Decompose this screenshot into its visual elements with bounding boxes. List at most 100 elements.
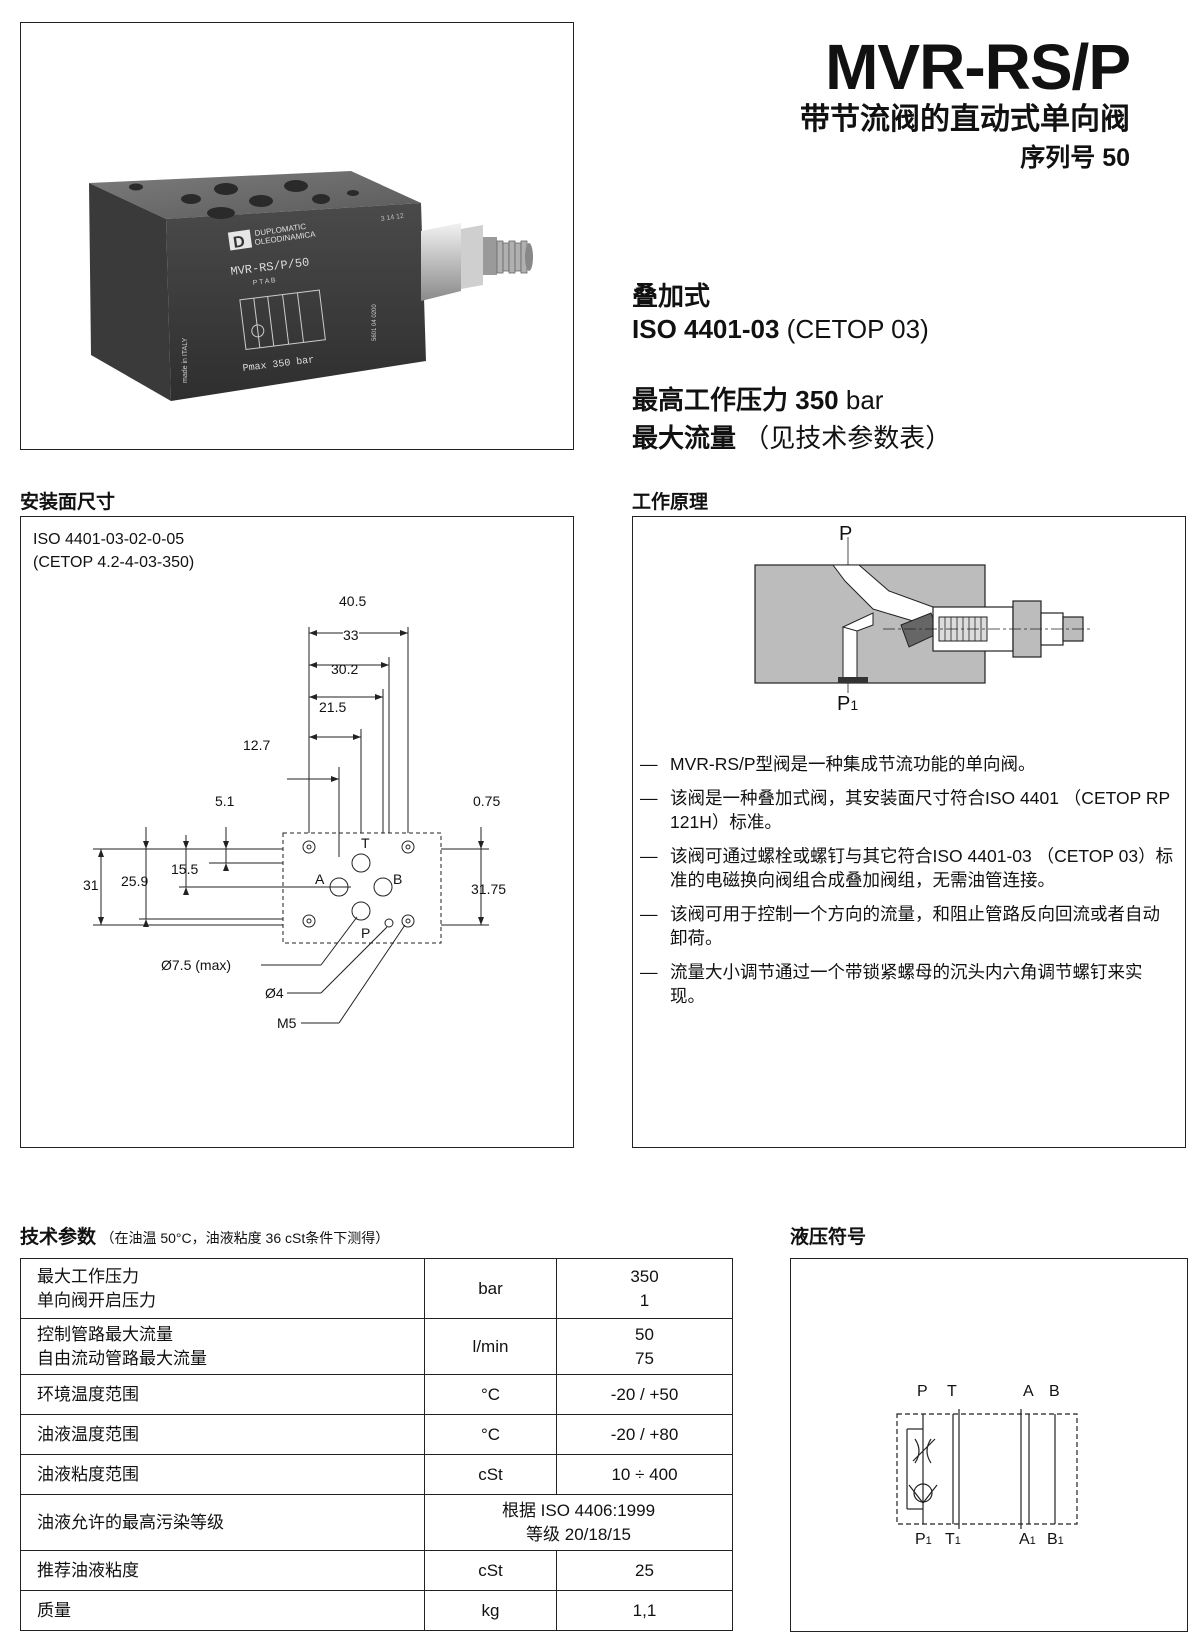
dim-25-9: 25.9: [121, 873, 149, 889]
row-name: 油液粘度范围: [20, 1454, 425, 1495]
plate-ports: P T A B: [252, 277, 276, 287]
symbol-panel: P T A B P1 T1 A1 B1: [790, 1258, 1188, 1632]
principle-bullet: —MVR-RS/P型阀是一种集成节流功能的单向阀。: [640, 752, 1175, 776]
row-name: 油液温度范围: [20, 1414, 425, 1455]
table-row: 油液粘度范围 cSt 10 ÷ 400: [20, 1454, 733, 1495]
row-name: 最大工作压力单向阀开启压力: [20, 1258, 425, 1319]
row-name-line2: 自由流动管路最大流量: [37, 1348, 207, 1368]
max-flow-note: （见技术参数表）: [743, 423, 952, 453]
series-value: 50: [1102, 144, 1130, 172]
principle-port-p1-sub: 1: [850, 697, 859, 713]
row-value-line2: 75: [635, 1348, 654, 1368]
iso-standard: ISO 4401-03 (CETOP 03): [632, 314, 929, 345]
dim-5-1: 5.1: [215, 793, 235, 809]
port-label-p: P: [361, 925, 371, 941]
dim-0-75: 0.75: [473, 793, 501, 809]
dim-15-5: 15.5: [171, 861, 199, 877]
row-name-line2: 单向阀开启压力: [37, 1290, 156, 1310]
table-row: 质量 kg 1,1: [20, 1590, 733, 1631]
port-label-a: A: [315, 871, 325, 887]
row-name: 环境温度范围: [20, 1374, 425, 1415]
iso-standard-code: ISO 4401-03: [632, 314, 780, 344]
row-unit: cSt: [424, 1550, 557, 1591]
bullet-dash: —: [640, 788, 658, 808]
symbol-top-t: T: [947, 1383, 957, 1400]
row-value: 25: [556, 1550, 733, 1591]
plate-code: 5601 04 0200: [372, 304, 378, 341]
row-name-line1: 控制管路最大流量: [37, 1324, 173, 1344]
symbol-top-b: B: [1049, 1383, 1060, 1400]
symbol-bottom-p1-sub: 1: [925, 1535, 932, 1547]
row-name: 质量: [20, 1590, 425, 1631]
row-name: 油液允许的最高污染等级: [20, 1494, 425, 1551]
mount-type: 叠加式: [632, 281, 711, 311]
bullet-dash: —: [640, 904, 658, 924]
dim-40-5: 40.5: [339, 593, 367, 609]
plate-mark: 3 14 12: [380, 213, 404, 223]
tech-section-title: 技术参数 （在油温 50°C，油液粘度 36 cSt条件下测得）: [20, 1222, 389, 1249]
series-label: 序列号: [1020, 144, 1096, 172]
row-unit: cSt: [424, 1454, 557, 1495]
dim-30-2: 30.2: [331, 661, 359, 677]
row-name: 控制管路最大流量自由流动管路最大流量: [20, 1318, 425, 1375]
row-value-line1: 50: [635, 1324, 654, 1344]
principle-bullet: — 该阀可用于控制一个方向的流量，和阻止管路反向回流或者自动卸荷。: [640, 902, 1175, 950]
principle-section-title: 工作原理: [632, 492, 709, 513]
principle-bullet: —流量大小调节通过一个带锁紧螺母的沉头内六角调节螺钉来实现。: [640, 960, 1175, 1008]
mounting-dimension-drawing: [93, 627, 489, 1024]
row-unit: °C: [424, 1414, 557, 1455]
row-value-line1: 350: [630, 1266, 659, 1286]
max-pressure: 最高工作压力 350 bar: [632, 380, 883, 417]
mounting-standard-1: ISO 4401-03-02-0-05: [33, 531, 185, 548]
principle-port-p: P: [839, 523, 853, 545]
hydraulic-symbol-drawing: [896, 1409, 1078, 1529]
max-pressure-value: 350: [795, 385, 839, 415]
callout-thread: M5: [277, 1015, 297, 1031]
dim-31-75: 31.75: [471, 881, 507, 897]
max-flow: 最大流量 （见技术参数表）: [632, 418, 951, 455]
symbol-top-p: P: [917, 1383, 928, 1400]
principle-port-p1: P1: [837, 693, 858, 716]
symbol-bottom-b1: B1: [1047, 1531, 1064, 1549]
bullet-dash: —: [640, 754, 658, 774]
principle-bullets: —MVR-RS/P型阀是一种集成节流功能的单向阀。 — 该阀是一种叠加式阀，其安装…: [640, 752, 1175, 1018]
symbol-section-title: 液压符号: [790, 1227, 867, 1248]
row-value-line2: 等级 20/18/15: [526, 1524, 631, 1544]
table-row: 推荐油液粘度 cSt 25: [20, 1550, 733, 1591]
plate-made: made in ITALY: [182, 337, 189, 383]
bullet-text: 该阀是一种叠加式阀，其安装面尺寸符合ISO 4401 （CETOP RP 121…: [670, 788, 1170, 832]
mounting-section-title: 安装面尺寸: [20, 492, 116, 513]
tech-title: 技术参数: [20, 1227, 97, 1248]
symbol-bottom-t1-main: T: [945, 1531, 955, 1548]
symbol-bottom-a1: A1: [1019, 1531, 1036, 1549]
dim-33: 33: [343, 627, 359, 643]
dim-21-5: 21.5: [319, 699, 347, 715]
bullet-text: 该阀可通过螺栓或螺钉与其它符合ISO 4401-03 （CETOP 03）标准的…: [670, 846, 1174, 890]
symbol-top-a: A: [1023, 1383, 1034, 1400]
valve-photo-illustration: D DUPLOMATIC OLEODINAMICA MVR-RS/P/50 P …: [89, 171, 533, 401]
bullet-text: 该阀可用于控制一个方向的流量，和阻止管路反向回流或者自动卸荷。: [670, 904, 1160, 948]
table-row: 油液温度范围 °C -20 / +80: [20, 1414, 733, 1455]
mounting-panel: ISO 4401-03-02-0-05 (CETOP 4.2-4-03-350): [20, 516, 574, 1148]
symbol-bottom-a1-sub: 1: [1029, 1535, 1036, 1547]
callout-port-diameter: Ø7.5 (max): [161, 957, 232, 973]
bullet-text: 流量大小调节通过一个带锁紧螺母的沉头内六角调节螺钉来实现。: [670, 962, 1143, 1006]
series-number: 序列号 50: [1020, 138, 1130, 174]
tech-note: （在油温 50°C，油液粘度 36 cSt条件下测得）: [100, 1230, 390, 1246]
table-row: 环境温度范围 °C -20 / +50: [20, 1374, 733, 1415]
max-pressure-label: 最高工作压力: [632, 385, 789, 415]
principle-bullet: —该阀可通过螺栓或螺钉与其它符合ISO 4401-03 （CETOP 03）标准…: [640, 844, 1175, 892]
row-value: 10 ÷ 400: [556, 1454, 733, 1495]
symbol-bottom-b1-main: B: [1047, 1531, 1058, 1548]
port-label-t: T: [361, 835, 370, 851]
callout-pin-diameter: Ø4: [265, 985, 284, 1001]
row-unit: °C: [424, 1374, 557, 1415]
iso-standard-cetop: (CETOP 03): [779, 314, 929, 344]
symbol-bottom-p1-main: P: [915, 1531, 926, 1548]
